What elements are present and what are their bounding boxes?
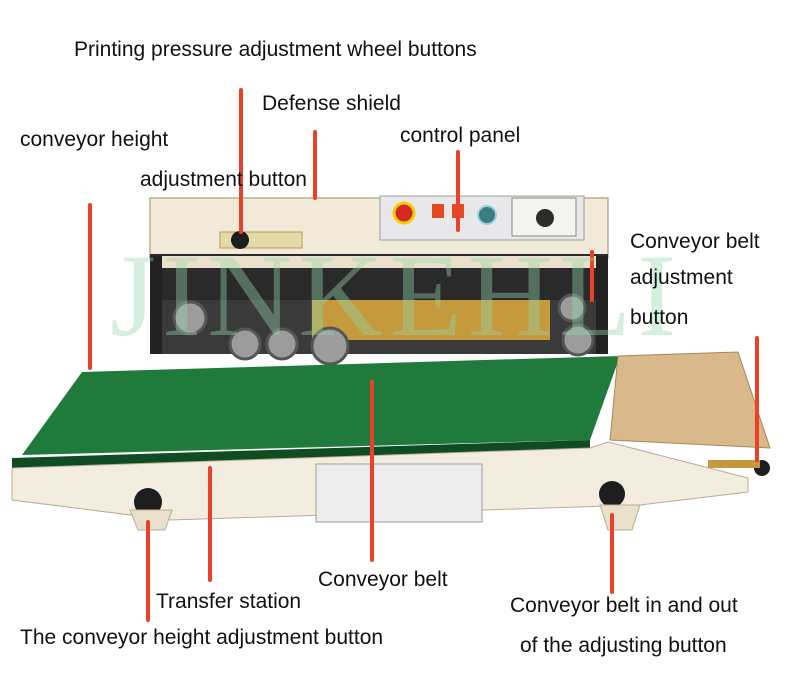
watermark-text: JINKEHLI: [110, 230, 683, 361]
label-control-panel: control panel: [400, 124, 521, 147]
knobs: [134, 231, 770, 516]
label-conveyor-height-top-1: conveyor height: [20, 128, 169, 151]
conveyor-belt-graphic: [11, 351, 771, 523]
control-panel-graphic: [379, 195, 585, 241]
label-belt-in-out-2: of the adjusting button: [520, 634, 727, 657]
label-transfer-station: Transfer station: [156, 590, 302, 613]
label-belt-adjust-1: Conveyor belt: [630, 230, 760, 253]
label-conveyor-height-bottom: The conveyor height adjustment button: [20, 626, 384, 649]
label-pressure-wheel: Printing pressure adjustment wheel butto…: [74, 38, 477, 61]
roller-mechanism: [150, 256, 608, 366]
leader-lines: [88, 88, 759, 622]
label-belt-adjust-2: adjustment: [630, 266, 733, 289]
label-belt-adjust-3: button: [630, 306, 689, 329]
label-conveyor-belt: Conveyor belt: [318, 568, 448, 591]
label-defense-shield: Defense shield: [262, 92, 401, 115]
label-belt-in-out-1: Conveyor belt in and out: [510, 594, 738, 617]
label-conveyor-height-top-2: adjustment button: [140, 168, 307, 191]
